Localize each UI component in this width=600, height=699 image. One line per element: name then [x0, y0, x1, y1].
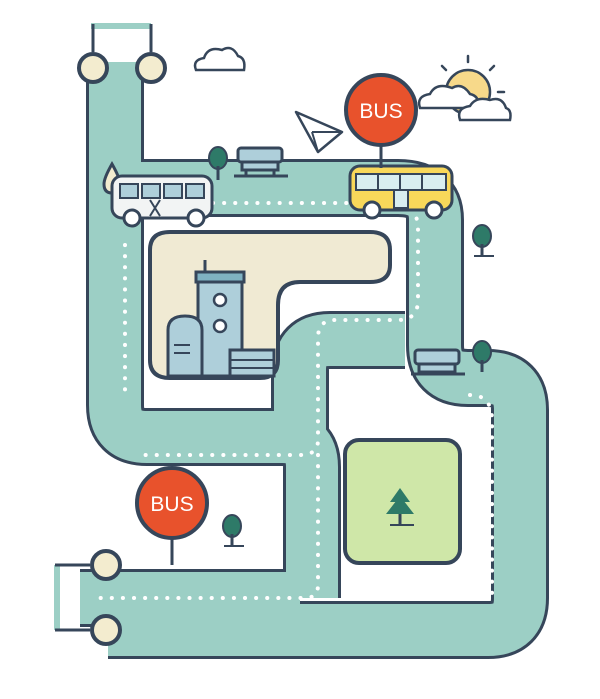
road-end-circle	[135, 52, 167, 84]
bus-icon	[110, 174, 214, 228]
tree-icon	[472, 224, 494, 257]
park	[343, 438, 462, 565]
bench-icon	[411, 348, 465, 376]
cloud-icon	[417, 84, 480, 110]
road-end-circle	[90, 549, 122, 581]
bus-stop-sign-top: BUS	[344, 73, 418, 168]
road-end-circle	[77, 52, 109, 84]
bench-icon	[234, 146, 288, 178]
tree-icon	[472, 340, 492, 372]
road-end-bottom	[54, 549, 122, 646]
bus-icon	[348, 164, 454, 220]
tree-icon	[386, 488, 414, 526]
building-icon	[166, 260, 276, 378]
road-end-top	[77, 23, 167, 84]
cloud-icon	[193, 46, 246, 72]
road-dots	[98, 201, 494, 602]
road-end-circle	[90, 614, 122, 646]
city-block	[148, 230, 392, 380]
cloud-icon	[457, 97, 512, 122]
bus-stop-sign-icon	[344, 73, 418, 147]
bus-stop-sign-bottom: BUS	[135, 466, 209, 565]
bus-sign-label: BUS	[359, 100, 402, 123]
tree-icon	[208, 146, 228, 180]
bus-stop-sign-icon	[135, 466, 209, 540]
tree-icon	[222, 514, 244, 547]
paper-plane-icon	[294, 110, 344, 154]
bus-sign-label: BUS	[150, 493, 193, 516]
